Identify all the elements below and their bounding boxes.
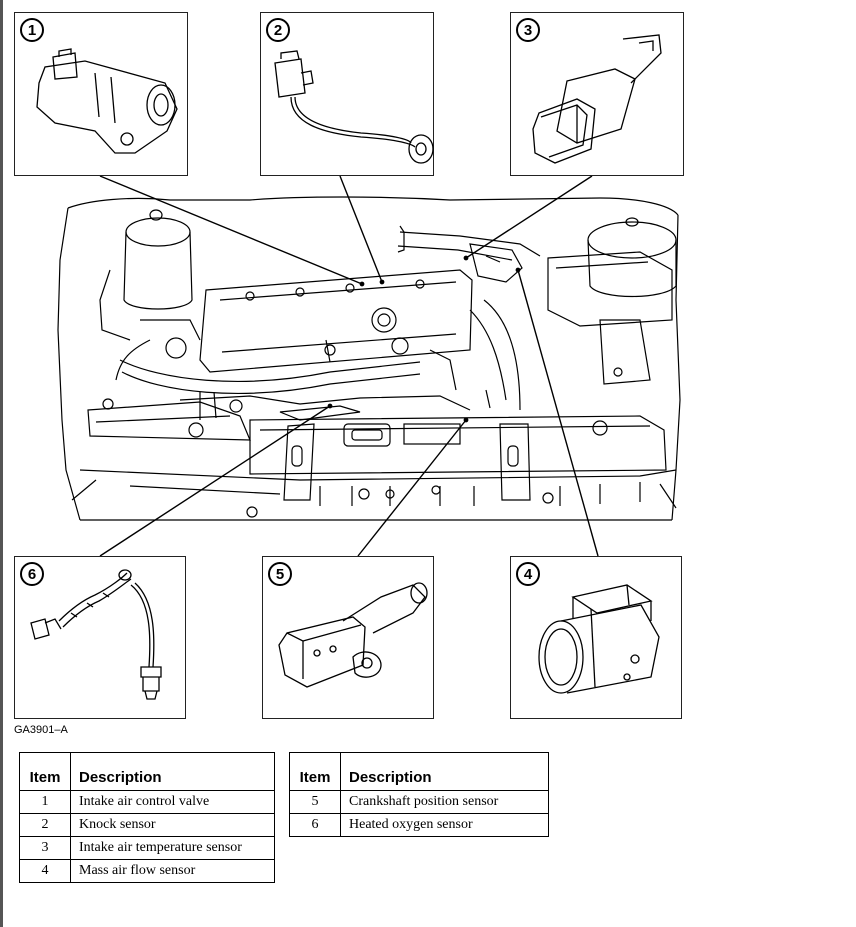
column-header-description: Description (70, 752, 275, 791)
item-cell: 2 (19, 813, 71, 837)
knock-sensor-icon (274, 50, 434, 164)
callout-box-intake-air-temperature-sensor: 3 (510, 12, 684, 176)
item-cell: 3 (19, 836, 71, 860)
description-cell: Knock sensor (70, 813, 275, 837)
mass-air-flow-sensor-icon (538, 584, 660, 694)
callout-number: 3 (516, 18, 540, 42)
figure-code: GA3901–A (14, 724, 68, 736)
description-cell: Crankshaft position sensor (340, 790, 549, 814)
legend-table-left: Item Description 1 Intake air control va… (19, 752, 275, 883)
column-header-description: Description (340, 752, 549, 791)
intake-air-control-valve-icon (36, 48, 178, 154)
callout-number: 2 (266, 18, 290, 42)
table-header-row: Item Description (19, 752, 275, 791)
callout-box-mass-air-flow-sensor: 4 (510, 556, 682, 719)
left-border (0, 0, 3, 927)
callout-number: 4 (516, 562, 540, 586)
heated-oxygen-sensor-icon (30, 569, 162, 700)
column-header-item: Item (19, 752, 71, 791)
item-cell: 1 (19, 790, 71, 814)
callout-box-knock-sensor: 2 (260, 12, 434, 176)
description-cell: Intake air temperature sensor (70, 836, 275, 860)
callout-number: 6 (20, 562, 44, 586)
item-cell: 4 (19, 859, 71, 883)
callout-number: 1 (20, 18, 44, 42)
description-cell: Mass air flow sensor (70, 859, 275, 883)
crankshaft-position-sensor-icon (278, 582, 428, 688)
table-row: 5 Crankshaft position sensor (289, 790, 549, 814)
description-cell: Heated oxygen sensor (340, 813, 549, 837)
callout-box-intake-air-control-valve: 1 (14, 12, 188, 176)
item-cell: 5 (289, 790, 341, 814)
table-row: 6 Heated oxygen sensor (289, 813, 549, 837)
legend-table-right: Item Description 5 Crankshaft position s… (289, 752, 549, 837)
callout-box-heated-oxygen-sensor: 6 (14, 556, 186, 719)
item-cell: 6 (289, 813, 341, 837)
table-header-row: Item Description (289, 752, 549, 791)
table-row: 3 Intake air temperature sensor (19, 836, 275, 860)
table-row: 2 Knock sensor (19, 813, 275, 837)
intake-air-temperature-sensor-icon (532, 34, 662, 164)
description-cell: Intake air control valve (70, 790, 275, 814)
table-row: 4 Mass air flow sensor (19, 859, 275, 883)
column-header-item: Item (289, 752, 341, 791)
table-row: 1 Intake air control valve (19, 790, 275, 814)
callout-box-crankshaft-position-sensor: 5 (262, 556, 434, 719)
callout-number: 5 (268, 562, 292, 586)
